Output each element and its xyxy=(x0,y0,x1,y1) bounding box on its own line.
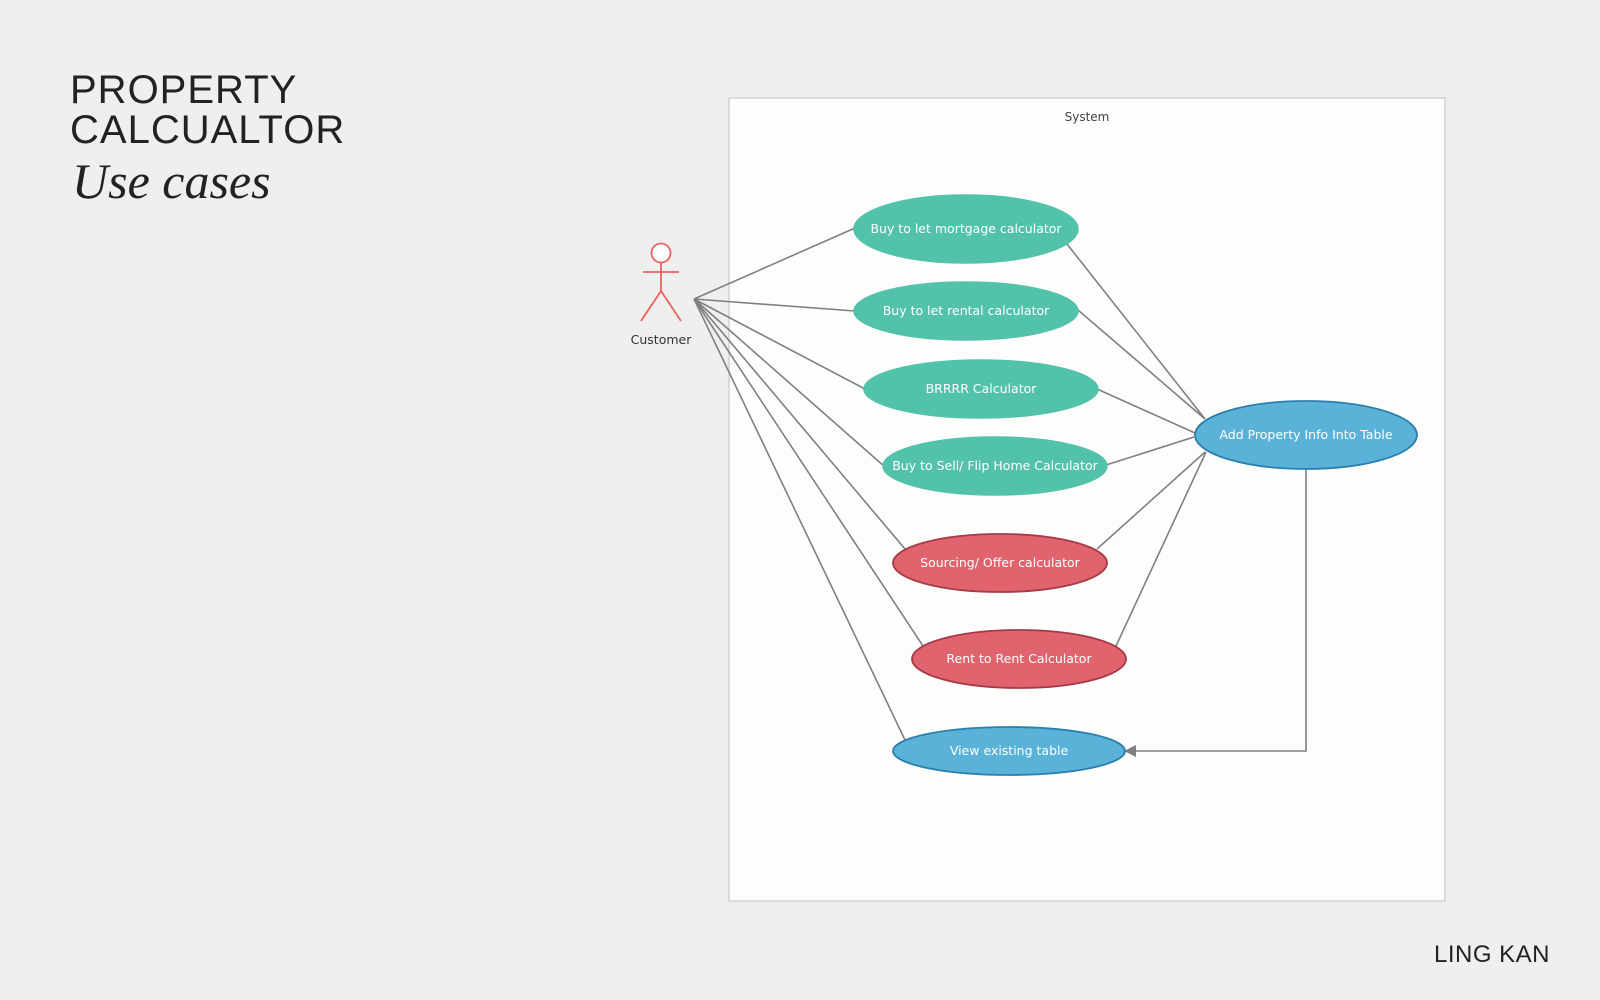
title-line-2: CALCUALTOR xyxy=(70,108,346,152)
page-subtitle: Use cases xyxy=(72,153,271,209)
assoc-customer-flip xyxy=(693,298,886,468)
assoc-r2r-add xyxy=(1115,451,1207,647)
assoc-customer-btl-mortgage xyxy=(693,227,856,300)
use-case-flip[interactable]: Buy to Sell/ Flip Home Calculator xyxy=(882,436,1108,496)
use-case-r2r-label: Rent to Rent Calculator xyxy=(946,651,1092,666)
assoc-customer-sourcing xyxy=(693,298,906,550)
author-name: LING KAN xyxy=(1433,941,1550,968)
use-case-flip-label: Buy to Sell/ Flip Home Calculator xyxy=(892,458,1098,473)
add-info-associations xyxy=(1066,243,1207,647)
assoc-brrrr-add xyxy=(1096,388,1196,434)
arrow-add-info-to-view-table xyxy=(1124,469,1307,757)
actor-left-leg xyxy=(640,290,662,322)
use-case-btl-rental[interactable]: Buy to let rental calculator xyxy=(853,281,1079,341)
use-case-add-info-label: Add Property Info Into Table xyxy=(1219,427,1392,442)
customer-actor[interactable] xyxy=(640,242,682,322)
assoc-customer-view-table xyxy=(693,298,906,741)
use-case-brrrr[interactable]: BRRRR Calculator xyxy=(863,359,1099,419)
assoc-btl-mortgage-add xyxy=(1066,243,1206,420)
assoc-customer-btl-rental xyxy=(693,298,856,312)
assoc-flip-add xyxy=(1105,436,1195,466)
use-case-view-table-label: View existing table xyxy=(950,743,1069,758)
assoc-btl-rental-add xyxy=(1077,309,1206,420)
page-title: PROPERTY CALCUALTOR xyxy=(70,70,345,150)
use-case-brrrr-label: BRRRR Calculator xyxy=(926,381,1038,396)
use-case-add-info[interactable]: Add Property Info Into Table xyxy=(1194,400,1418,470)
use-case-btl-rental-label: Buy to let rental calculator xyxy=(883,303,1050,318)
assoc-customer-brrrr xyxy=(693,298,866,390)
assoc-customer-r2r xyxy=(693,298,924,647)
use-case-sourcing-label: Sourcing/ Offer calculator xyxy=(920,555,1080,570)
use-case-view-table[interactable]: View existing table xyxy=(892,726,1126,776)
actor-head xyxy=(650,242,672,264)
assoc-sourcing-add xyxy=(1096,451,1206,550)
system-label: System xyxy=(1065,110,1110,124)
system-boundary xyxy=(728,97,1446,902)
use-case-btl-mortgage-label: Buy to let mortgage calculator xyxy=(870,221,1062,236)
use-case-btl-mortgage[interactable]: Buy to let mortgage calculator xyxy=(853,194,1079,264)
actor-associations xyxy=(693,227,924,741)
use-case-sourcing[interactable]: Sourcing/ Offer calculator xyxy=(892,533,1108,593)
actor-right-leg xyxy=(660,290,682,322)
actor-label: Customer xyxy=(631,332,693,347)
title-line-1: PROPERTY xyxy=(70,68,298,112)
use-case-r2r[interactable]: Rent to Rent Calculator xyxy=(911,629,1127,689)
